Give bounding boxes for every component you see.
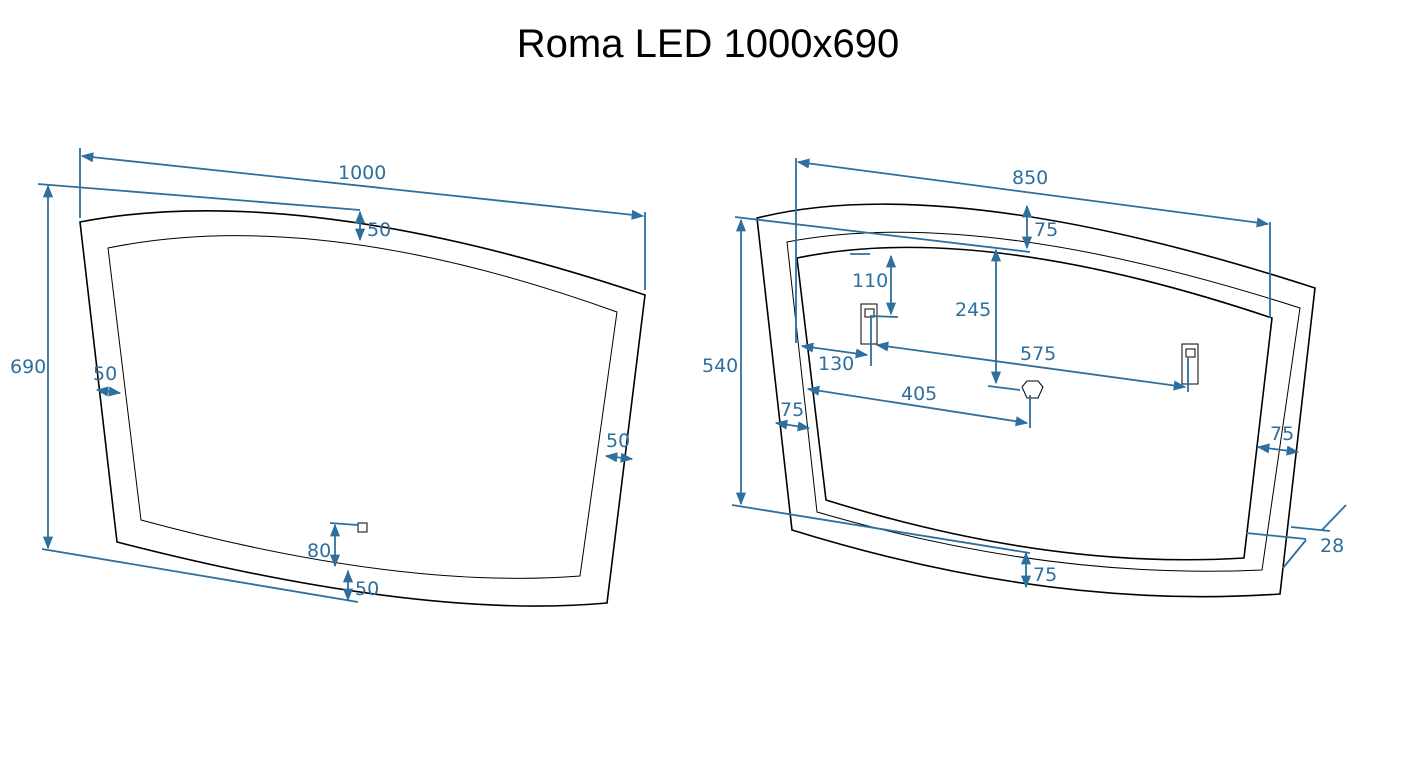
bracket-side-label: 130 — [818, 353, 854, 375]
back-view: 850 540 75 110 245 130 575 405 75 75 75 — [702, 158, 1347, 598]
front-right-border-label: 50 — [606, 430, 630, 452]
front-width-label: 1000 — [338, 162, 386, 184]
back-left-border-label: 75 — [780, 399, 804, 421]
front-view: 1000 690 50 50 50 80 50 — [10, 148, 646, 607]
back-bottom-border-label: 75 — [1033, 564, 1057, 586]
back-height-label: 540 — [702, 355, 738, 377]
bracket-spacing-label: 575 — [1020, 343, 1056, 365]
front-left-border-label: 50 — [93, 363, 117, 385]
front-bottom-border-label: 50 — [355, 578, 379, 600]
frame-inner-outline — [796, 246, 1273, 561]
power-outlet-hexagon-icon — [1021, 380, 1044, 399]
front-height-label: 690 — [10, 356, 46, 378]
touch-sensor-icon — [357, 522, 368, 533]
front-top-border-label: 50 — [367, 219, 391, 241]
back-top-border-label: 75 — [1034, 219, 1058, 241]
thickness-label: 28 — [1320, 535, 1344, 557]
mounting-bracket-right — [1181, 343, 1199, 385]
back-width-label: 850 — [1012, 167, 1048, 189]
mounting-bracket-left — [860, 303, 878, 345]
center-depth-label: 245 — [955, 299, 991, 321]
led-inner-outline — [107, 235, 618, 579]
mirror-back-outer-outline — [756, 203, 1316, 598]
frame-middle-outline — [786, 231, 1301, 572]
sensor-offset-label: 80 — [307, 540, 331, 562]
bracket-top-label: 110 — [852, 270, 888, 292]
mirror-outer-outline — [79, 209, 646, 607]
back-right-border-label: 75 — [1270, 423, 1294, 445]
drawing-title: Roma LED 1000x690 — [516, 22, 900, 66]
center-offset-label: 405 — [901, 383, 937, 405]
